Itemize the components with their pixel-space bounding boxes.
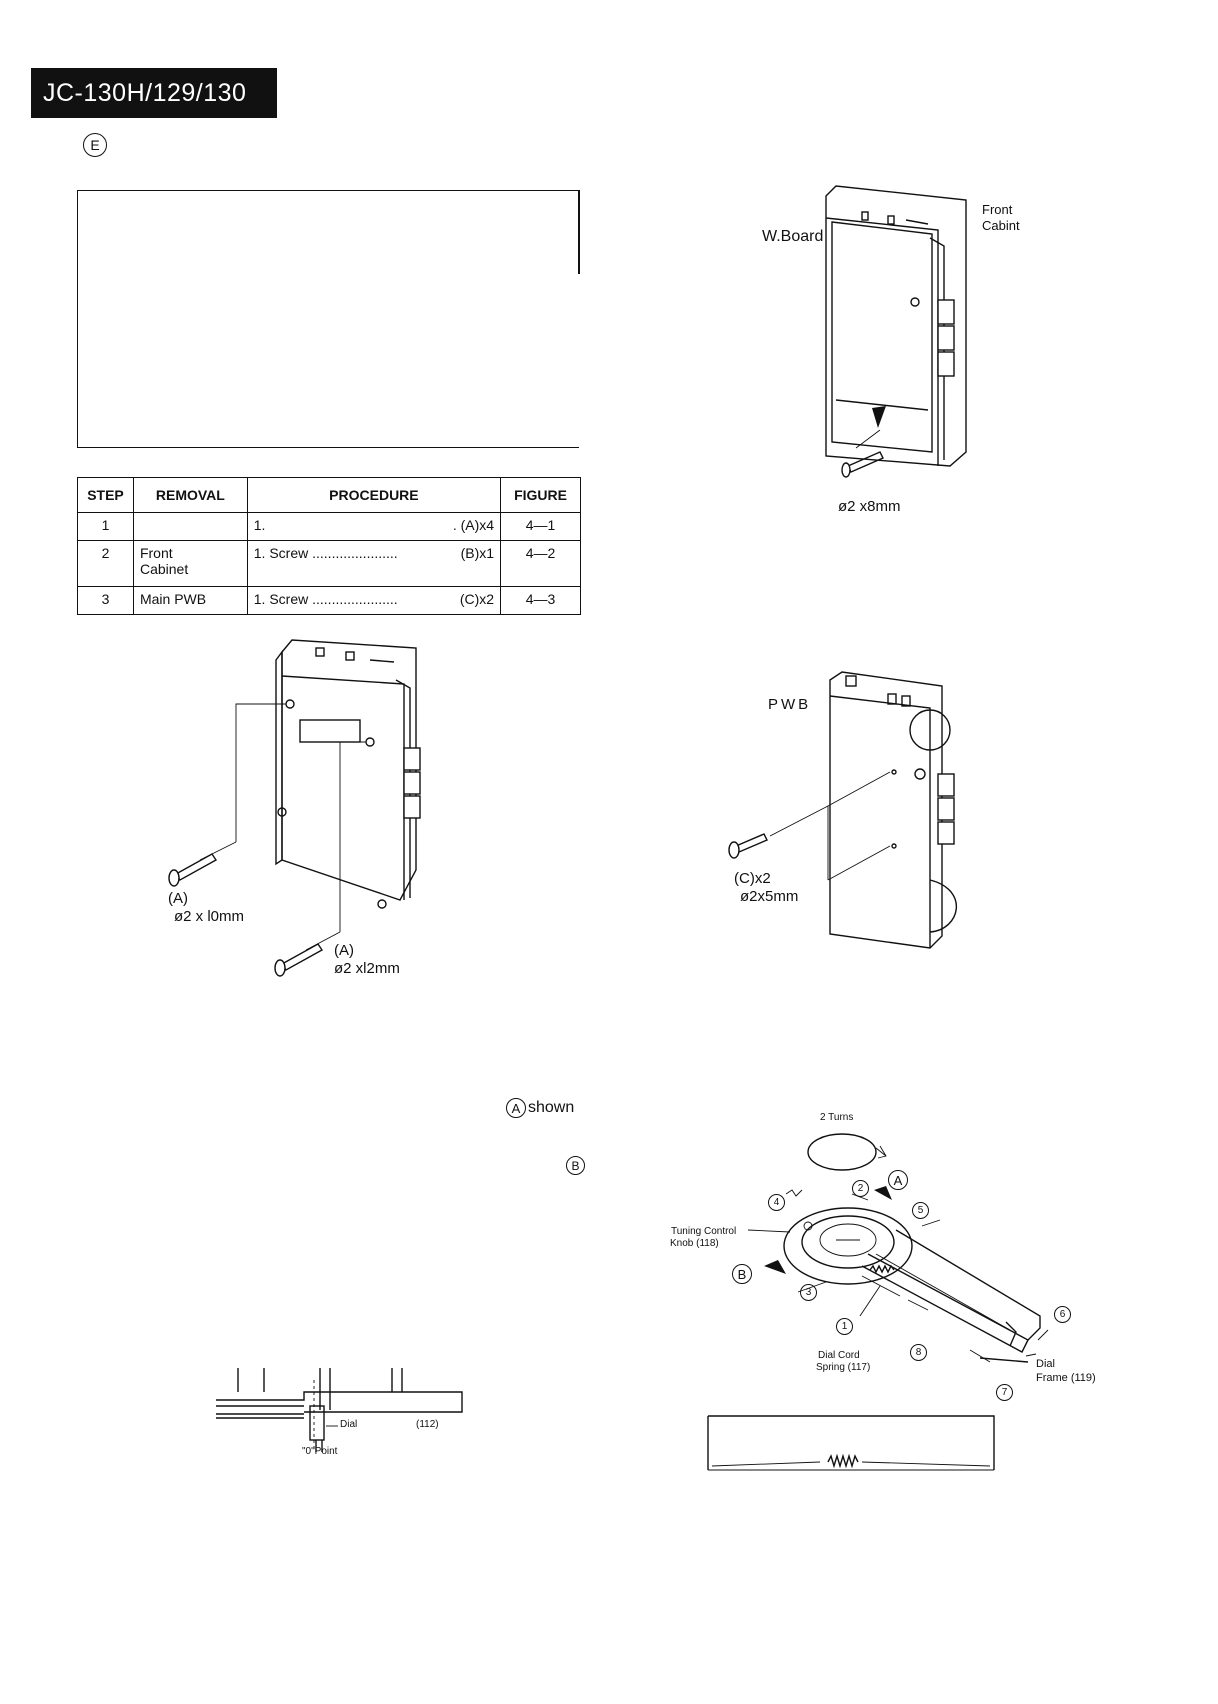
two-turns-coil: [807, 1133, 887, 1171]
step-marker-8: 8: [910, 1344, 927, 1361]
procedure-screw: (C)x2: [459, 591, 495, 607]
header-removal: REMOVAL: [132, 477, 248, 513]
circle-a-mark: A: [506, 1098, 526, 1118]
leader-lines: [747, 1229, 1037, 1357]
header-figure: FIGURE: [500, 477, 581, 513]
label-w-board: W.Board: [762, 228, 824, 245]
row-figure: 4—3: [500, 586, 581, 615]
screw-c-label: (C)x2: [734, 870, 771, 887]
note-box-edge: [578, 190, 580, 274]
row-removal: Main PWB: [132, 586, 248, 615]
procedure-screw: (B)x1: [460, 545, 495, 561]
marker-a: A: [888, 1170, 908, 1190]
step-marker-6: 6: [1054, 1306, 1071, 1323]
row-figure: 4—1: [500, 512, 581, 541]
step-marker-1: 1: [836, 1318, 853, 1335]
label-frame-1: Dial: [1036, 1358, 1055, 1370]
tuning-knob: [783, 1207, 913, 1285]
note-box: [77, 190, 579, 448]
row-figure: 4—2: [500, 540, 581, 587]
label-front: Front: [982, 202, 1013, 217]
procedure-screw: . (A)x4: [452, 517, 495, 533]
shown-text: shown: [528, 1099, 575, 1116]
row-step: 3: [77, 586, 134, 615]
label-part-112: (112): [416, 1419, 439, 1430]
front-cabinet-body: [825, 185, 967, 467]
label-knob-2: Knob (118): [670, 1238, 719, 1249]
step-marker-7: 7: [996, 1384, 1013, 1401]
shown-note: A shown: [506, 1098, 574, 1118]
label-dial: Dial: [340, 1419, 358, 1430]
row-step: 2: [77, 540, 134, 587]
step-marker-5: 5: [912, 1202, 929, 1219]
label-zero-point: "0"Point: [302, 1446, 338, 1457]
table-header-row: STEP REMOVAL PROCEDURE FIGURE: [77, 477, 581, 513]
screw-a1-icon: [168, 853, 218, 887]
label-two-turns: 2 Turns: [820, 1112, 854, 1123]
section-mark-e: E: [83, 133, 107, 157]
row-removal: [132, 512, 248, 541]
screw-b-size: ø2 x8mm: [838, 498, 901, 515]
row-procedure: 1. . (A)x4: [246, 512, 502, 541]
table-row: 3 Main PWB 1. Screw ....................…: [77, 586, 581, 615]
step-marker-3: 3: [800, 1284, 817, 1301]
disassembly-table: STEP REMOVAL PROCEDURE FIGURE 1 1. . (A)x…: [77, 477, 581, 615]
step-marker-2: 2: [852, 1180, 869, 1197]
procedure-text: 1.: [253, 517, 266, 533]
screw-c-size: ø2x5mm: [740, 888, 799, 905]
row-procedure: 1. Screw ...................... (C)x2: [246, 586, 502, 615]
table-row: 1 1. . (A)x4 4—1: [77, 512, 581, 541]
label-frame-2: Frame (119): [1036, 1372, 1096, 1384]
step-marker-4: 4: [768, 1194, 785, 1211]
dial-cord-spring: [861, 1264, 901, 1297]
screw-b-icon: [841, 451, 884, 478]
row-procedure: 1. Screw ...................... (B)x1: [246, 540, 502, 587]
label-pwb: PWB: [768, 696, 812, 713]
dial-frame: [861, 1229, 1041, 1363]
label-spring-1: Dial Cord: [818, 1350, 860, 1361]
model-number-tag: JC-130H/129/130: [31, 68, 277, 118]
procedure-text: 1. Screw ......................: [253, 591, 398, 607]
table-row: 2 Front Cabinet 1. Screw ...............…: [77, 540, 581, 587]
label-spring-2: Spring (117): [816, 1362, 871, 1373]
procedure-text: 1. Screw ......................: [253, 545, 398, 561]
screw-c-icon: [728, 833, 768, 859]
screw-a1-size: ø2 x l0mm: [174, 908, 245, 925]
screw-a2-size: ø2 xl2mm: [334, 960, 400, 977]
row-step: 1: [77, 512, 134, 541]
marker-b: B: [732, 1264, 752, 1284]
screw-leader-lines: [199, 703, 366, 951]
screw-a2-label: (A): [334, 942, 354, 959]
screw-a1-label: (A): [168, 890, 188, 907]
label-cabinet: Cabint: [982, 218, 1020, 233]
screw-c-leaders: [769, 771, 891, 881]
label-knob-1: Tuning Control: [671, 1226, 737, 1237]
cabinet-body: [275, 639, 421, 909]
header-step: STEP: [77, 477, 134, 513]
screw-a2-icon: [274, 943, 324, 977]
pwb-board: [829, 671, 958, 949]
spring-detail-box: [707, 1415, 995, 1471]
circle-b-mark: B: [566, 1156, 585, 1175]
